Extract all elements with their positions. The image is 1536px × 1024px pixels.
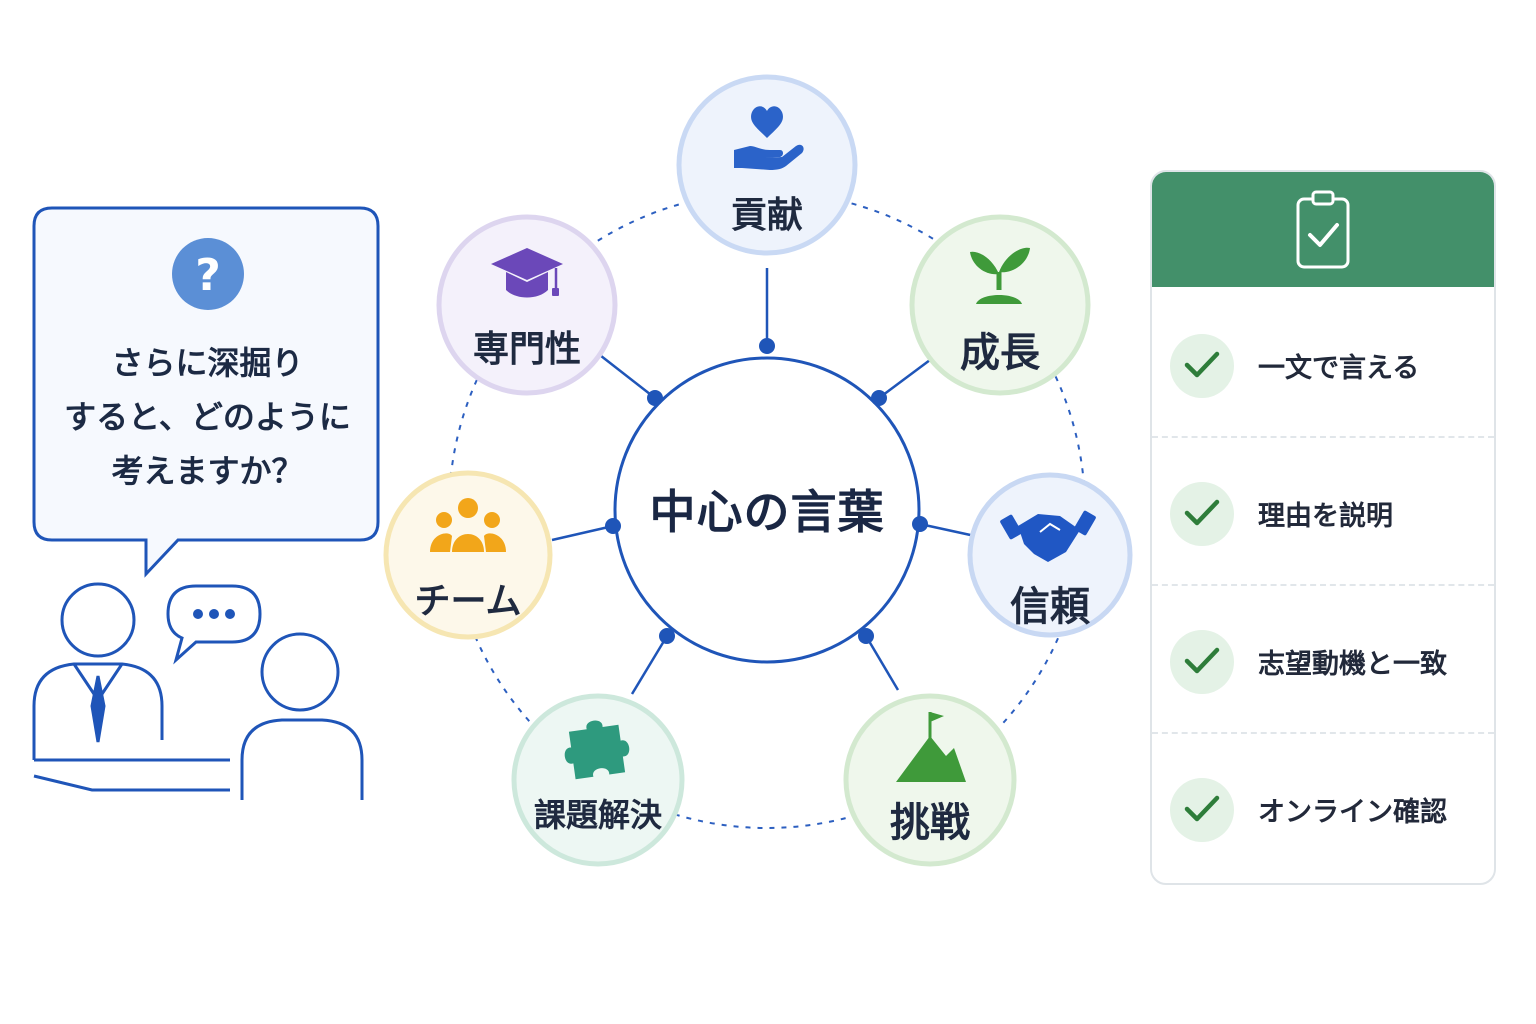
joint-dot [858,628,874,644]
node-problem-solving [511,693,685,867]
check-badge [1170,778,1234,842]
candidate-head [260,632,340,712]
hub-joints [605,338,928,644]
question-line: さらに深掘り [111,344,304,382]
central-hub-circle [613,356,921,664]
graduation-cap-icon [491,248,563,298]
connector-expertise [595,351,656,399]
check-icon [1184,795,1220,822]
check-icon [1184,647,1220,674]
node-label-problem-solving: 課題解決 [533,796,662,834]
interviewer-body [32,662,164,760]
node-expertise [436,214,618,396]
checklist-item: 志望動機と一致 [1152,586,1494,734]
tie-icon [90,675,106,743]
checklist-item: オンライン確認 [1152,734,1494,882]
desk [33,758,230,792]
node-label-growth: 成長 [960,330,1040,376]
joint-dot [759,338,775,354]
mountain-flag-icon [896,712,966,782]
question-text: さらに深掘り すると、どのように 考えますか？ [40,336,375,498]
interview-illustration [32,582,364,800]
clipboard-check-icon [1296,190,1350,269]
joint-dot [605,518,621,534]
check-badge [1170,334,1234,398]
check-icon [1184,351,1220,378]
node-label-challenge: 挑戦 [890,800,970,846]
speech-bubble [32,206,380,578]
connectors [551,268,976,695]
question-line: 考えますか？ [111,452,304,490]
chat-bubble-icon [166,584,262,665]
node-team [383,470,553,640]
checklist-item: 理由を説明 [1152,438,1494,586]
joint-dot [871,390,887,406]
checklist-card: 一文で言える 理由を説明 志望動機と一致 オンライン確認 [1150,170,1496,885]
connector-trust [919,522,976,538]
node-label-team: チーム [414,581,522,622]
heart-hand-icon [734,106,804,170]
puzzle-icon [564,720,630,780]
question-icon: ? [172,238,244,310]
checklist-item-label: オンライン確認 [1258,797,1447,828]
connector-problem-solving [630,635,669,695]
joint-dot [647,390,663,406]
handshake-icon [1000,510,1096,562]
check-badge [1170,482,1234,546]
connector-team [551,524,614,542]
svg-text:?: ? [195,250,221,301]
checklist-item: 一文で言える [1152,290,1494,438]
connector-growth [878,358,931,400]
check-badge [1170,630,1234,694]
joint-dot [659,628,675,644]
sprout-icon [970,247,1030,304]
checklist-item-label: 志望動機と一致 [1258,649,1447,680]
question-line: すると、どのように [64,398,351,436]
team-icon [430,498,506,552]
checklist-header [1152,172,1494,287]
node-growth [909,214,1091,396]
checklist-item-label: 理由を説明 [1258,501,1393,532]
node-label-trust: 信頼 [1010,584,1090,630]
node-label-contribution: 貢献 [730,195,803,236]
joint-dot [912,516,928,532]
checklist-item-label: 一文で言える [1258,353,1420,384]
hub-label: 中心の言葉 [649,485,885,539]
node-label-expertise: 専門性 [472,329,581,370]
connector-challenge [864,635,900,691]
candidate-body [240,718,364,800]
interviewer-head [60,582,136,658]
check-icon [1184,499,1220,526]
